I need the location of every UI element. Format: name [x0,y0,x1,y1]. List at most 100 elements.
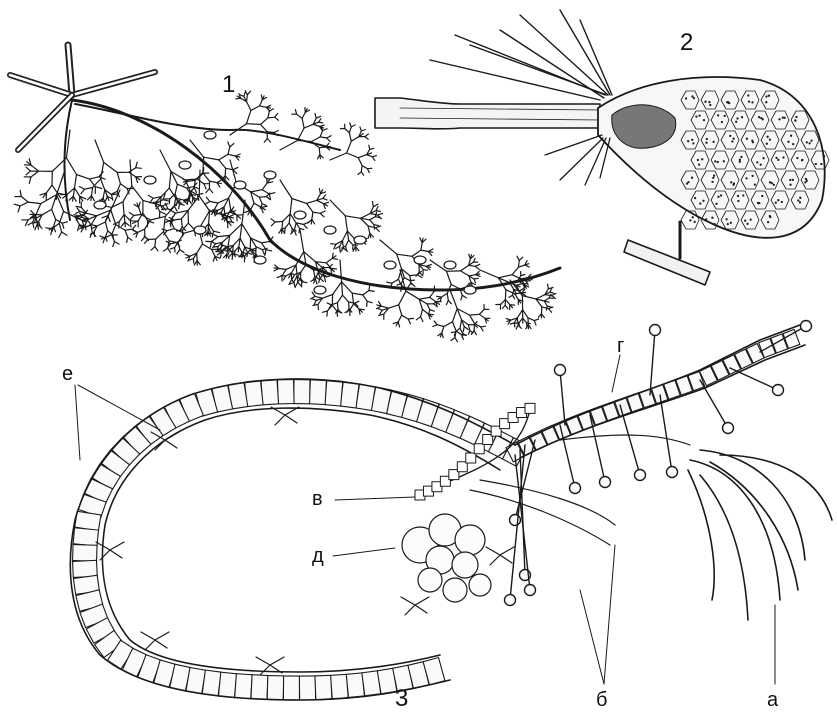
branch-stroke [451,338,455,341]
stipple-dot [686,183,687,184]
branch-stroke [347,153,359,158]
branch-stroke [370,220,374,225]
branch-stroke [301,265,306,273]
branch-stroke [518,265,525,267]
branch-stroke [169,241,176,243]
branch-stroke [279,269,287,270]
branch-stroke [323,129,327,131]
branch-stroke [244,92,245,96]
branch-stroke [421,309,423,316]
branch-stroke [476,274,480,275]
branch-stroke [304,124,313,128]
sporangium-oval [444,261,456,269]
coil-cell [525,403,535,413]
branch-stroke [26,171,30,175]
branch-stroke [134,214,141,215]
branch-stroke [314,269,320,270]
figure-2-label: 2 [680,29,693,56]
stipple-dot [712,217,713,218]
branch-stroke [327,136,331,138]
stipple-dot [733,138,734,139]
branch-stroke [320,213,324,217]
branch-stroke [313,212,320,213]
branch-stroke [62,222,67,223]
branch-stroke [544,298,549,301]
branch-stroke [311,220,312,225]
branch-stroke [480,270,498,278]
branch-stroke [517,310,522,318]
branch-stroke [214,231,220,232]
branch-stroke [351,137,359,142]
branch-stroke [204,184,206,189]
branch-stroke [421,250,428,251]
branch-stroke [331,244,336,245]
branch-stroke [95,187,102,189]
branch-stroke [113,235,114,240]
gametangium-head [555,365,566,376]
branch-stroke [282,269,286,275]
branch-stroke [322,311,327,312]
branch-stroke [536,295,545,299]
branch-stroke [125,229,133,230]
branch-stroke [517,256,519,260]
branch-stroke [59,223,61,232]
gametangium-stalk [650,330,655,395]
branch-stroke [177,250,180,254]
branch-stroke [251,190,263,192]
filament-cell [73,560,98,577]
branch-stroke [347,141,352,153]
branch-stroke [323,295,333,299]
filament-cell [325,381,343,406]
stipple-dot [698,164,699,165]
stipple-dot [762,195,763,196]
branch-stroke [319,148,320,155]
branch-stroke [355,301,359,303]
stipple-dot [795,120,796,121]
branch-stroke [433,325,437,327]
branch-stroke [205,202,210,205]
branch-stroke [142,237,145,241]
stipple-dot [760,164,761,165]
branch-stroke [203,173,210,182]
branch-stroke [214,203,218,210]
branch-stroke [302,112,305,118]
stipple-dot [782,117,783,118]
branch-stroke [179,204,180,209]
branch-stroke [361,130,365,132]
branch-stroke [518,260,519,267]
branch-stroke [120,184,127,189]
stipple-dot [761,117,762,118]
stipple-dot [767,136,768,137]
stipple-dot [694,221,695,222]
branch-stroke [260,106,267,107]
branch-stroke [57,170,65,195]
stipple-dot [757,162,758,163]
branch-stroke [408,283,411,287]
branch-stroke [228,147,230,154]
branch-stroke [251,106,260,111]
stipple-dot [824,156,825,157]
branch-stroke [548,288,553,289]
branch-stroke [31,171,39,177]
branch-stroke [452,332,456,333]
branch-stroke [29,177,31,184]
branch-stroke [113,222,119,225]
gametangium-head [667,467,678,478]
sporangium-oval [354,236,366,244]
stipple-dot [710,104,711,105]
stipple-dot [771,182,772,183]
branch-stroke [314,270,315,276]
branch-stroke [197,194,203,195]
branch-stroke [468,331,470,335]
branch-stroke [62,223,64,228]
branch-stroke [399,291,406,305]
branch-stroke [320,131,323,137]
stipple-dot [746,178,747,179]
branch-stroke [247,102,251,111]
branch-stroke [320,211,325,213]
stipple-dot [692,217,693,218]
stipple-dot [783,157,784,158]
stipple-dot [800,197,801,198]
label-e: е [62,363,73,385]
filament-cell [315,675,332,700]
